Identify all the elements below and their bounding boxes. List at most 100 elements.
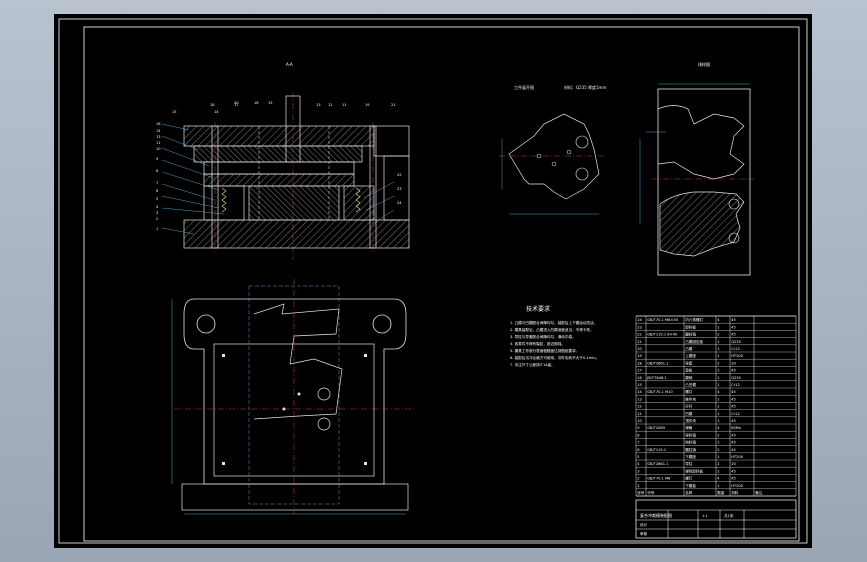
bom-cell: 12 bbox=[637, 405, 642, 409]
bom-cell: 13 bbox=[637, 397, 642, 401]
bom-cell: 45 bbox=[731, 318, 736, 322]
bom-cell: 2 bbox=[717, 433, 719, 437]
bom-cell: 45 bbox=[731, 325, 736, 329]
bom-cell: 45 bbox=[731, 397, 736, 401]
assembly-drawing: A-A bbox=[58, 18, 808, 544]
callout-l10: 5 bbox=[156, 197, 158, 201]
note-line-4: 5. 模具工作部分表面粗糙度达到图纸要求。 bbox=[510, 348, 579, 353]
callout-r0: 22 bbox=[397, 173, 402, 177]
bom-cell: HT200 bbox=[731, 455, 743, 459]
bom-cell: 45 bbox=[731, 441, 736, 445]
drawing-scale: 1:1 bbox=[702, 514, 708, 518]
bom-cell: 15 bbox=[637, 383, 642, 387]
bom-cell: 1 bbox=[717, 383, 719, 387]
bom-header-cell: 数量 bbox=[717, 490, 725, 495]
bom-cell: 1 bbox=[717, 369, 719, 373]
note-line-3: 4. 各零件不得有裂纹，锐边倒钝。 bbox=[510, 341, 565, 346]
bom-header-cell: 名称 bbox=[685, 490, 693, 495]
bom-cell: 导套 bbox=[685, 360, 693, 365]
bom-cell: 16 bbox=[637, 376, 642, 380]
bom-cell: 45 bbox=[731, 477, 736, 481]
bom-cell: 1 bbox=[717, 405, 719, 409]
callout-l9: 6 bbox=[156, 189, 159, 193]
bom-cell: GB/T2861.1 bbox=[647, 462, 668, 466]
bom-cell: 2 bbox=[717, 333, 719, 337]
bom-cell: 10 bbox=[637, 419, 642, 423]
plan-view bbox=[171, 279, 414, 515]
section-title: A-A bbox=[286, 62, 293, 67]
bom-header-cell: 材料 bbox=[731, 490, 739, 495]
bom-cell: 1 bbox=[717, 376, 719, 380]
bom-cell: 凸凹模 bbox=[685, 382, 696, 387]
bom-cell: 打杆 bbox=[685, 404, 693, 409]
bom-cell: 模柄 bbox=[685, 375, 693, 380]
bom-cell: 卸料板 bbox=[685, 324, 696, 329]
bom-cell: 圆柱销 bbox=[685, 332, 696, 337]
callout-r2: 24 bbox=[397, 201, 402, 205]
note-line-6: 7. 未注尺寸公差按IT14级。 bbox=[510, 362, 555, 367]
callout-t6: 13 bbox=[316, 103, 321, 107]
bom-cell: GB/T70.1 M8×30 bbox=[647, 318, 678, 322]
bom-cell: GB/T2089 bbox=[647, 426, 666, 430]
bom-cell: HT200 bbox=[731, 484, 743, 488]
callout-r1: 23 bbox=[397, 187, 402, 191]
bom-cell: 45 bbox=[731, 419, 736, 423]
bom-cell: 上模座 bbox=[685, 353, 696, 358]
bom-cell: HT200 bbox=[731, 354, 743, 358]
bom-cell: 45 bbox=[731, 405, 736, 409]
note-line-0: 1. 凸模与凹模配合间隙均匀，装配后上下模运动灵活。 bbox=[510, 320, 597, 325]
bom-cell: 45 bbox=[731, 333, 736, 337]
bom-cell: 凸模固定板 bbox=[685, 339, 703, 344]
bom-cell: 1 bbox=[717, 412, 719, 416]
bom-cell: 24 bbox=[637, 318, 642, 322]
bom-cell: 19 bbox=[637, 354, 642, 358]
bom-cell: GB/T70.1 M10 bbox=[647, 390, 673, 394]
part-heading: 工件展开图 bbox=[514, 84, 534, 90]
bom-cell: 65Mn bbox=[731, 426, 741, 430]
bom-cell: 45 bbox=[731, 433, 736, 437]
cad-viewport[interactable]: A-A bbox=[54, 14, 812, 548]
bom-cell: 下模座 bbox=[685, 454, 696, 459]
bom-cell: 2 bbox=[717, 448, 719, 452]
bom-cell: 1 bbox=[717, 469, 719, 473]
bom-cell: Cr12 bbox=[731, 347, 740, 351]
bom-cell: 9 bbox=[637, 426, 640, 430]
bom-cell: 4 bbox=[717, 477, 720, 481]
bom-cell: Cr12 bbox=[731, 412, 740, 416]
bom-cell: 凹模 bbox=[685, 411, 693, 416]
callout-l8: 7 bbox=[156, 181, 158, 185]
bom-header-cell: 代号 bbox=[647, 490, 655, 495]
bom-cell: 1 bbox=[717, 340, 719, 344]
bom-cell: 14 bbox=[637, 390, 642, 394]
note-line-2: 3. 导柱与导套配合间隙均匀，滑动平稳。 bbox=[510, 334, 576, 339]
bom-cell: 4 bbox=[717, 426, 720, 430]
bom-cell: 45 bbox=[731, 469, 736, 473]
callout-l11: 4 bbox=[156, 205, 159, 209]
callout-t10: 21 bbox=[391, 103, 396, 107]
callout-t9: 19 bbox=[365, 103, 370, 107]
bom-cell: GB/T119.1 6×40 bbox=[647, 333, 678, 337]
bom-cell: 导料销 bbox=[685, 432, 696, 437]
callout-t1: 17 bbox=[234, 103, 239, 107]
bom-cell: 1 bbox=[717, 347, 719, 351]
drawn-label: 设计 bbox=[640, 522, 648, 527]
bom-cell: 2 bbox=[717, 462, 719, 466]
callout-t8: 11 bbox=[342, 103, 347, 107]
bom-cell: 4 bbox=[717, 318, 720, 322]
callout-l13: 2 bbox=[156, 217, 158, 221]
bom-cell: 垫板 bbox=[685, 368, 693, 373]
checked-label: 审核 bbox=[640, 531, 648, 536]
drawing-frame bbox=[58, 18, 808, 544]
bom-cell: 45 bbox=[731, 369, 736, 373]
callout-l2: 14 bbox=[156, 129, 161, 133]
bom-cell: 6 bbox=[637, 448, 640, 452]
callout-t7: 12 bbox=[328, 103, 333, 107]
callout-l7: 8 bbox=[156, 169, 159, 173]
part-thickness: 厚度1mm bbox=[588, 84, 606, 90]
technical-notes: 技术要求 1. 凸模与凹模配合间隙均匀，装配后上下模运动灵活。 2. 模具装配后… bbox=[510, 305, 599, 367]
bom-cell: 凸模 bbox=[685, 346, 693, 351]
bom-cell: 圆柱销 bbox=[685, 447, 696, 452]
bom-cell: 1 bbox=[717, 397, 719, 401]
drawing-sheet: 共1张 bbox=[724, 513, 734, 518]
bom-cell: 导柱 bbox=[685, 461, 693, 466]
